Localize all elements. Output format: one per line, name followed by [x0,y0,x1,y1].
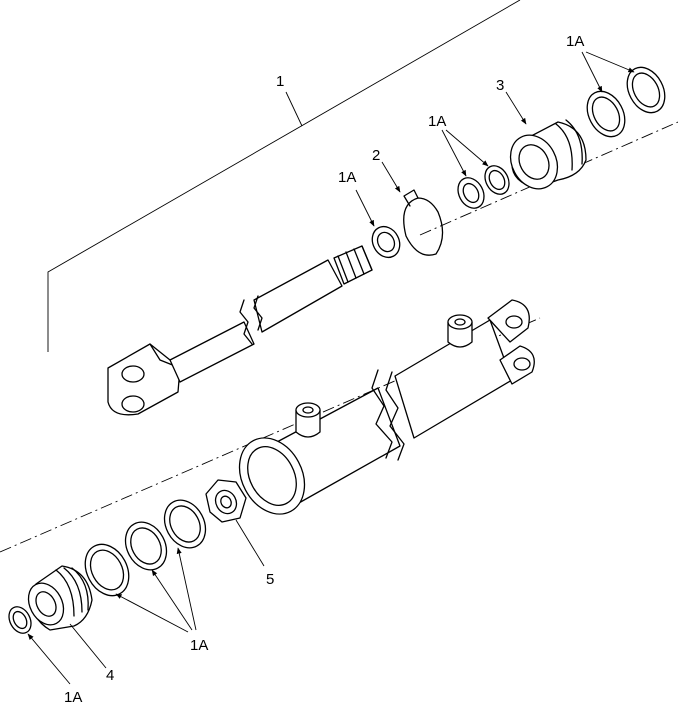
leader-1a-top-right-a [581,51,603,93]
callout-1a-left: 1A [338,169,356,186]
gland-3 [509,119,587,190]
ring-1a-upper-right-b [626,66,666,114]
cylinder-barrel [238,299,535,515]
piston-4 [27,565,93,631]
callout-1a-top-right: 1A [566,33,584,50]
ring-1a-mid-b [484,165,510,195]
leader-5 [235,519,265,567]
callout-2: 2 [372,147,380,164]
callout-1a-bottom: 1A [190,637,208,654]
callout-1: 1 [276,73,284,90]
leader-1 [285,91,303,127]
ring-1a-mid-a [457,177,485,209]
ring-1a-rod [371,225,401,259]
ring-1a-upper-right-a [586,90,626,138]
leader-1a-mid-b [445,129,489,167]
ring-1a-lower-a [163,499,207,549]
leader-2 [381,161,401,193]
leader-1a-left [355,189,375,227]
leader-1a-bottom-a [176,547,197,631]
callout-1a-bottom-left: 1A [64,689,82,706]
callout-4: 4 [106,667,114,684]
leader-3 [505,91,527,125]
leader-4 [69,623,107,669]
assembly-bracket-line [47,0,521,352]
callout-5: 5 [266,571,274,588]
nut-5 [205,479,247,523]
ring-1a-lower-left [8,606,32,634]
leader-1a-bottom-b [151,569,193,631]
ring-1a-lower-c [84,543,130,597]
snap-ring-2 [403,189,444,256]
callout-3: 3 [496,77,504,94]
leader-1a-bottom-c [115,593,189,633]
callout-1a-mid: 1A [428,113,446,130]
leader-1a-bottom-left [27,633,71,685]
leader-1a-mid-a [441,129,467,177]
ring-1a-lower-b [124,521,168,571]
piston-rod [107,245,373,416]
leader-1a-top-right-b [585,51,635,73]
